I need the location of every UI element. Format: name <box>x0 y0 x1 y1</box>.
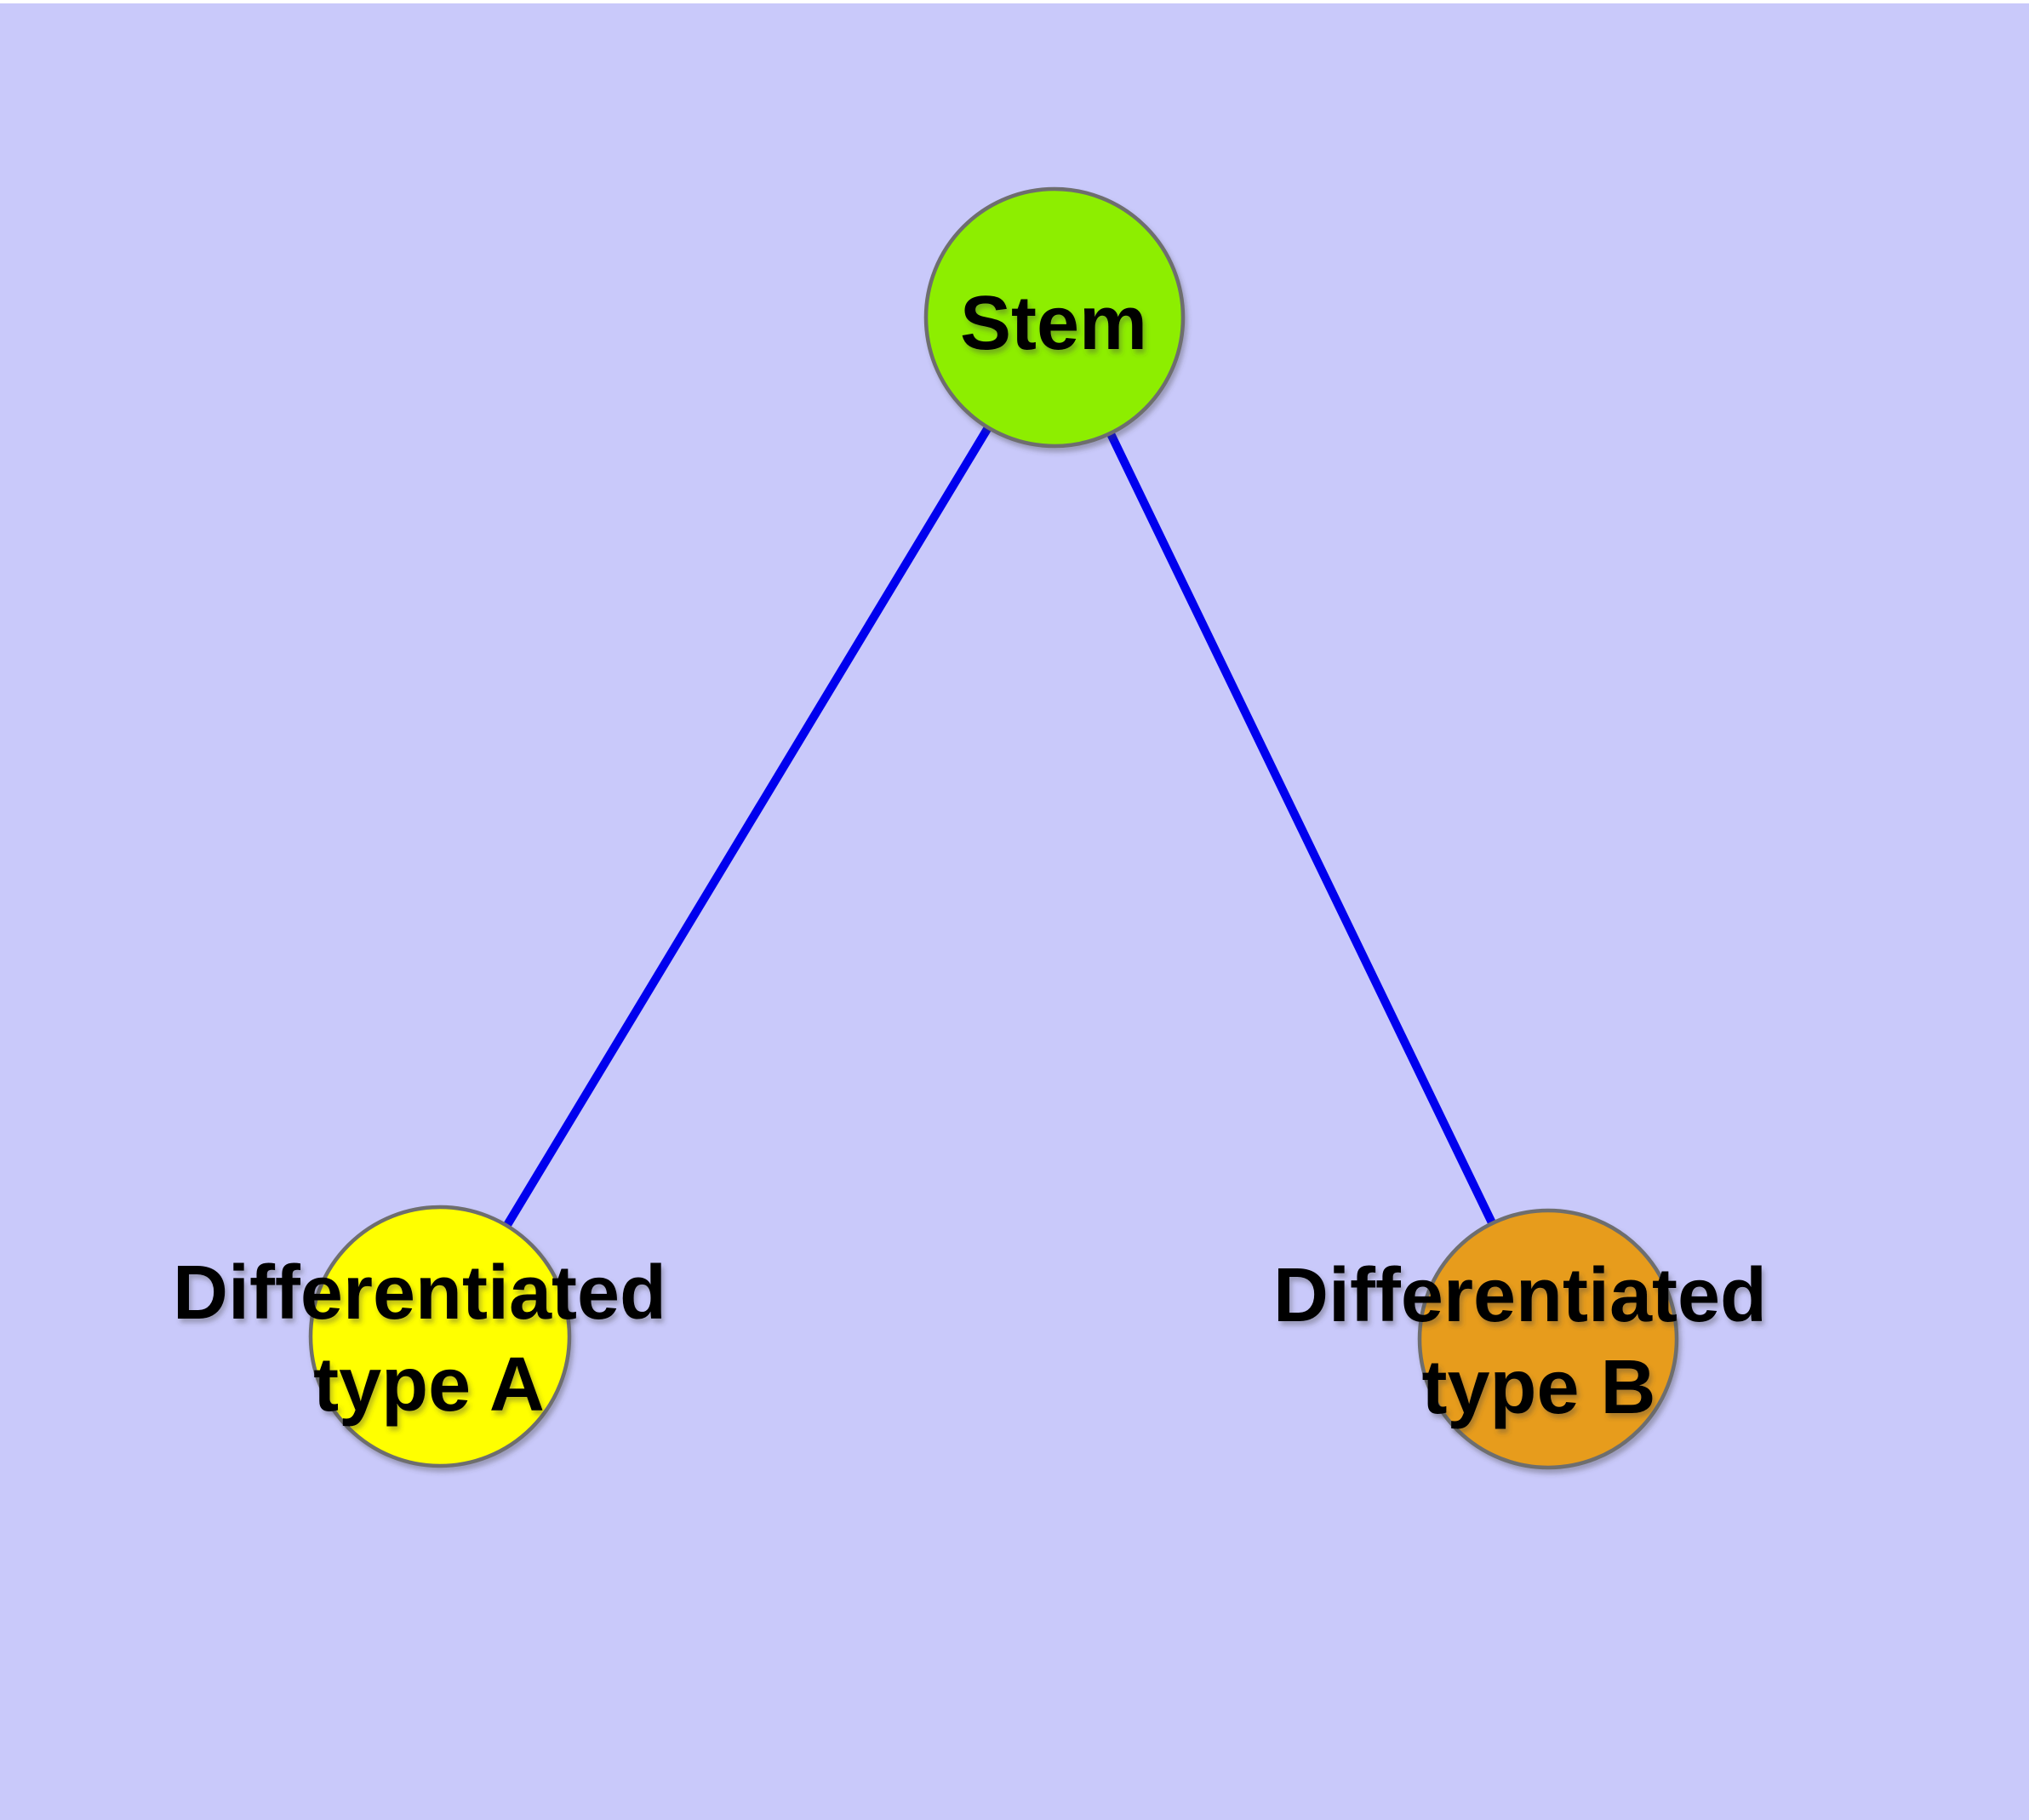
node-label-typeA-line2: type A <box>313 1342 545 1428</box>
edge-line-stem-typeB <box>1050 315 1552 1342</box>
node-label-typeA-line1: Differentiated <box>173 1251 666 1336</box>
edge-line-stem-typeA <box>436 315 1059 1339</box>
node-label-typeB-line2: type B <box>1421 1345 1655 1430</box>
node-circle-stem <box>923 186 1186 449</box>
top-white-strip <box>0 0 2029 3</box>
node-label-stem-line1: Stem <box>960 281 1147 366</box>
node-label-typeB-line1: Differentiated <box>1273 1253 1767 1338</box>
node-circle-typeB <box>1417 1208 1679 1470</box>
node-circle-typeA <box>308 1205 572 1468</box>
